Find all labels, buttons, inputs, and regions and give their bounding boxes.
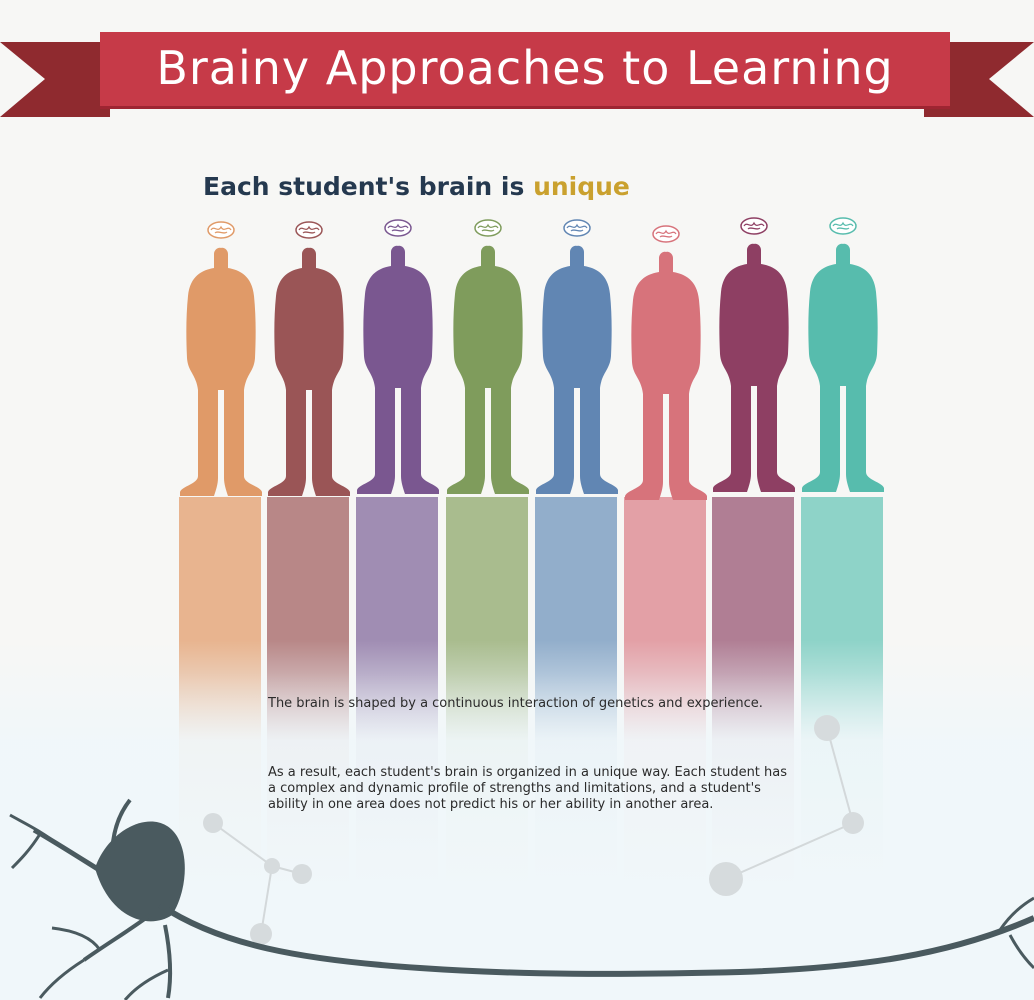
brain-icon — [829, 217, 857, 235]
brain-icon — [384, 219, 412, 237]
banner-ribbon-left-tail — [0, 42, 110, 117]
brain-icon — [652, 225, 680, 243]
student-figure-1 — [180, 247, 262, 496]
student-figure-3 — [357, 245, 439, 494]
student-figure-5 — [536, 245, 618, 494]
banner-title: Brainy Approaches to Learning — [156, 41, 894, 95]
neuron-illustration — [9, 715, 1034, 1000]
paragraph-unique-organization: As a result, each student's brain is org… — [268, 765, 788, 812]
paragraph-genetics: The brain is shaped by a continuous inte… — [268, 696, 763, 711]
student-figure-4 — [447, 245, 529, 494]
banner-ribbon-right-tail — [924, 42, 1034, 117]
subtitle: Each student's brain is unique — [203, 172, 630, 201]
banner: Brainy Approaches to Learning — [100, 32, 950, 106]
subtitle-accent: unique — [533, 172, 630, 201]
student-figure-7 — [713, 243, 795, 492]
subtitle-text: Each student's brain is — [203, 172, 534, 201]
brain-icon — [563, 219, 591, 237]
brain-icon — [740, 217, 768, 235]
student-figure-2 — [268, 247, 350, 496]
student-figure-8 — [802, 243, 884, 492]
student-figure-6 — [625, 251, 707, 500]
brain-icon — [474, 219, 502, 237]
brain-icon — [295, 221, 323, 239]
brain-icon — [207, 221, 235, 239]
